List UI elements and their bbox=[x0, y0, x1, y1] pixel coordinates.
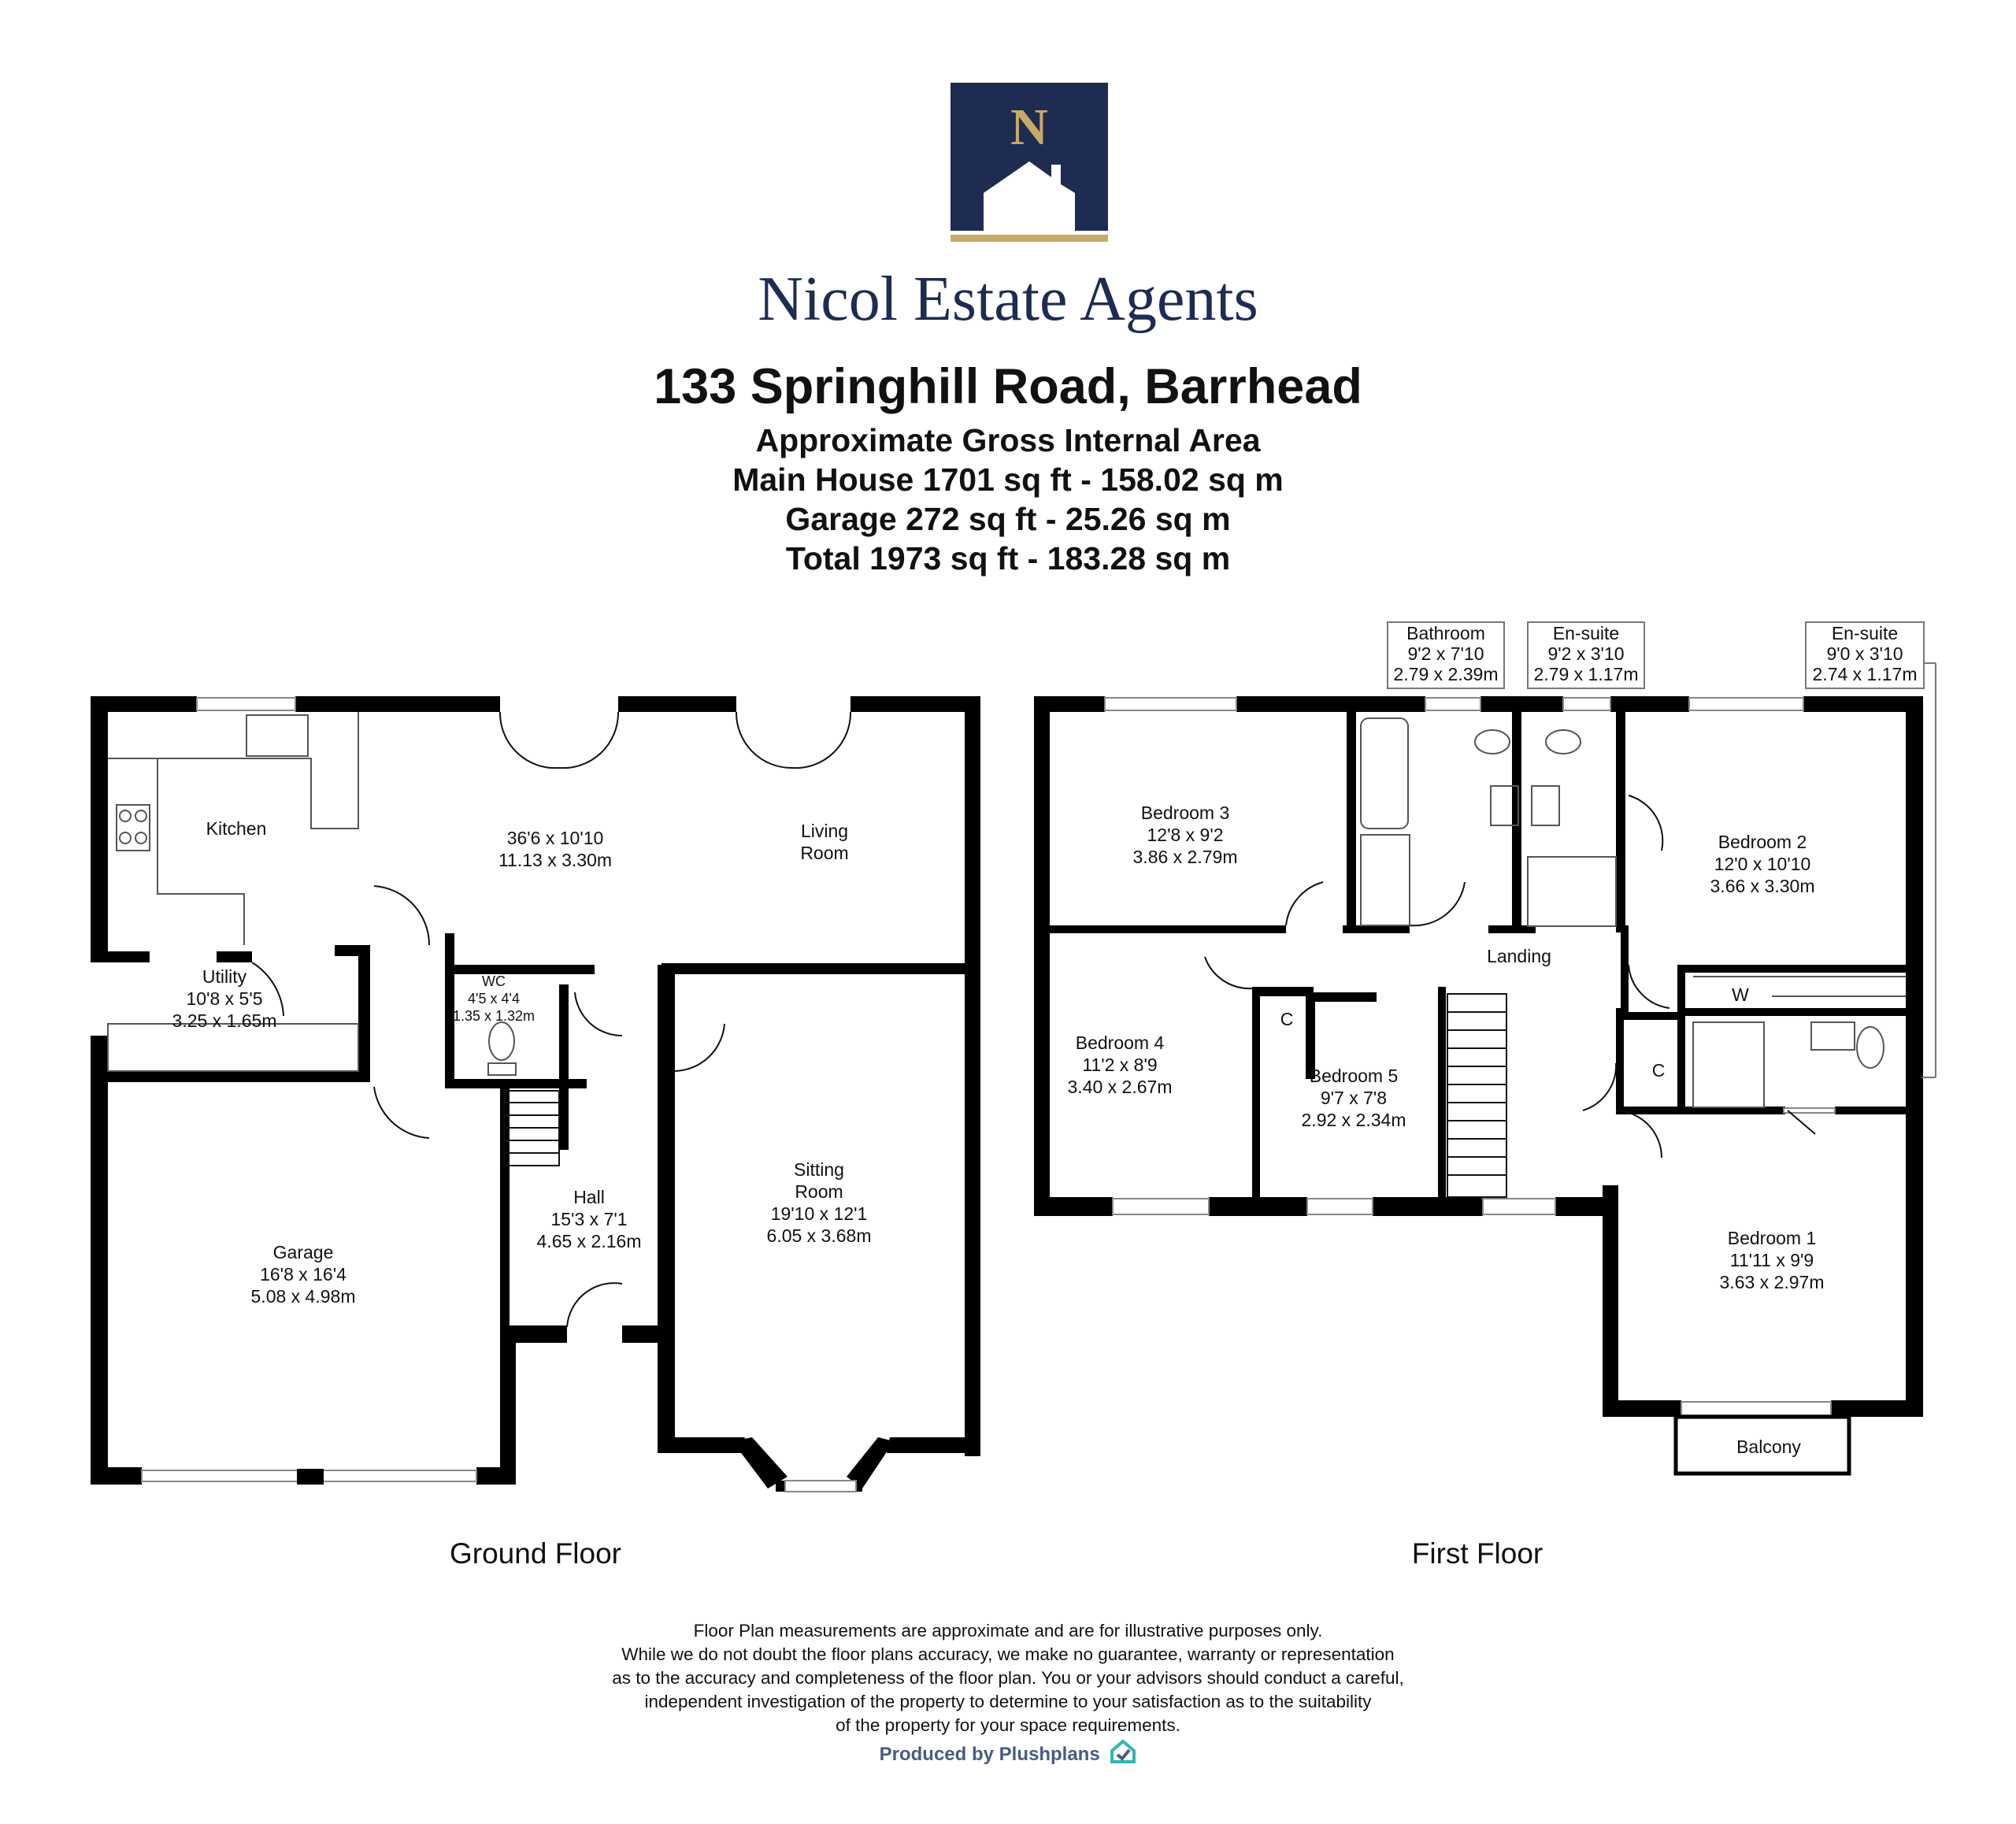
room-kitchen: Kitchen bbox=[206, 818, 267, 839]
room-garage: Garage bbox=[273, 1242, 334, 1262]
fixtures bbox=[107, 712, 1906, 1108]
room-bedroom5: Bedroom 5 bbox=[1310, 1066, 1399, 1086]
stairs bbox=[503, 993, 1507, 1198]
room-wardrobe: W bbox=[1732, 984, 1749, 1005]
bedroom1-dim-metric: 3.63 x 2.97m bbox=[1720, 1272, 1825, 1292]
label-boxes bbox=[1387, 621, 1936, 1078]
agency-logo: N bbox=[951, 83, 1108, 242]
utility-dim-imperial: 10'8 x 5'5 bbox=[186, 988, 262, 1009]
room-bathroom: Bathroom bbox=[1406, 623, 1485, 643]
brand-name: Nicol Estate Agents bbox=[758, 265, 1258, 334]
ensuite-b-dim-imperial: 9'0 x 3'10 bbox=[1826, 643, 1903, 664]
room-bedroom4: Bedroom 4 bbox=[1076, 1032, 1165, 1053]
area-heading: Approximate Gross Internal Area bbox=[755, 422, 1261, 458]
room-sitting-line1: Sitting bbox=[794, 1159, 844, 1180]
ensuite-a-dim-imperial: 9'2 x 3'10 bbox=[1547, 643, 1624, 664]
bedroom3-dim-metric: 3.86 x 2.79m bbox=[1133, 847, 1238, 867]
hall-dim-imperial: 15'3 x 7'1 bbox=[550, 1209, 627, 1229]
produced-by: Produced by Plushplans bbox=[0, 1739, 2016, 1770]
bedroom5-dim-metric: 2.92 x 2.34m bbox=[1302, 1110, 1406, 1130]
disclaimer-line-3: as to the accuracy and completeness of t… bbox=[612, 1668, 1404, 1688]
room-cupboard-a: C bbox=[1280, 1009, 1294, 1029]
windows bbox=[141, 697, 1836, 1482]
disclaimer: Floor Plan measurements are approximate … bbox=[0, 1619, 2016, 1737]
utility-dim-metric: 3.25 x 1.65m bbox=[172, 1010, 277, 1031]
ensuite-b-dim-metric: 2.74 x 1.17m bbox=[1813, 664, 1918, 684]
room-sitting-line2: Room bbox=[795, 1181, 843, 1202]
room-utility: Utility bbox=[202, 966, 247, 987]
logo-letter: N bbox=[1010, 98, 1048, 156]
disclaimer-line-2: While we do not doubt the floor plans ac… bbox=[621, 1644, 1395, 1664]
bedroom4-dim-metric: 3.40 x 2.67m bbox=[1068, 1077, 1173, 1097]
room-landing: Landing bbox=[1487, 946, 1551, 966]
sitting-dim-imperial: 19'10 x 12'1 bbox=[771, 1203, 868, 1224]
room-ensuite-a: En-suite bbox=[1553, 623, 1619, 643]
open-plan-dim-imperial: 36'6 x 10'10 bbox=[507, 828, 604, 848]
garage-area: Garage 272 sq ft - 25.26 sq m bbox=[785, 501, 1231, 537]
room-hall: Hall bbox=[573, 1187, 605, 1207]
bathroom-dim-metric: 2.79 x 2.39m bbox=[1394, 664, 1499, 684]
room-cupboard-b: C bbox=[1652, 1060, 1666, 1081]
total-area: Total 1973 sq ft - 183.28 sq m bbox=[785, 540, 1231, 576]
bedroom3-dim-imperial: 12'8 x 9'2 bbox=[1147, 825, 1223, 845]
ensuite-a-dim-metric: 2.79 x 1.17m bbox=[1534, 664, 1639, 684]
produced-by-text: Produced by Plushplans bbox=[879, 1743, 1100, 1765]
wc-dim-metric: 1.35 x 1.32m bbox=[453, 1008, 535, 1024]
open-plan-dim-metric: 11.13 x 3.30m bbox=[498, 850, 612, 870]
bedroom4-dim-imperial: 11'2 x 8'9 bbox=[1082, 1055, 1157, 1075]
bedroom5-dim-imperial: 9'7 x 7'8 bbox=[1321, 1088, 1387, 1108]
bedroom1-dim-imperial: 11'11 x 9'9 bbox=[1730, 1250, 1814, 1270]
balcony-label: Balcony bbox=[1736, 1437, 1801, 1457]
hall-dim-metric: 4.65 x 2.16m bbox=[537, 1231, 642, 1251]
room-bedroom1: Bedroom 1 bbox=[1728, 1228, 1817, 1248]
bay-window bbox=[732, 1437, 894, 1492]
bathroom-dim-imperial: 9'2 x 7'10 bbox=[1407, 643, 1484, 664]
bedroom2-dim-metric: 3.66 x 3.30m bbox=[1710, 876, 1815, 896]
disclaimer-line-4: independent investigation of the propert… bbox=[644, 1692, 1372, 1711]
room-living-line1: Living bbox=[801, 821, 848, 841]
disclaimer-line-5: of the property for your space requireme… bbox=[836, 1715, 1180, 1735]
room-bedroom3: Bedroom 3 bbox=[1141, 803, 1230, 823]
plushplans-icon bbox=[1110, 1739, 1136, 1770]
balcony-outline bbox=[1673, 1414, 1851, 1476]
sitting-dim-metric: 6.05 x 3.68m bbox=[767, 1225, 872, 1246]
ground-floor-walls bbox=[91, 696, 980, 1485]
room-ensuite-b: En-suite bbox=[1832, 623, 1898, 643]
bedroom2-dim-imperial: 12'0 x 10'10 bbox=[1714, 854, 1811, 874]
first-floor-label: First Floor bbox=[1412, 1537, 1544, 1570]
room-wc: WC bbox=[482, 973, 506, 989]
room-living-line2: Room bbox=[800, 843, 848, 863]
ground-floor-label: Ground Floor bbox=[450, 1537, 621, 1570]
first-floor-walls bbox=[1034, 696, 1923, 1417]
property-title: 133 Springhill Road, Barrhead bbox=[654, 359, 1362, 414]
garage-dim-metric: 5.08 x 4.98m bbox=[251, 1286, 356, 1307]
room-bedroom2: Bedroom 2 bbox=[1718, 832, 1807, 852]
garage-dim-imperial: 16'8 x 16'4 bbox=[260, 1264, 346, 1285]
doors bbox=[251, 711, 1816, 1328]
main-house-area: Main House 1701 sq ft - 158.02 sq m bbox=[732, 462, 1284, 498]
wc-dim-imperial: 4'5 x 4'4 bbox=[468, 991, 520, 1007]
disclaimer-line-1: Floor Plan measurements are approximate … bbox=[693, 1621, 1323, 1640]
